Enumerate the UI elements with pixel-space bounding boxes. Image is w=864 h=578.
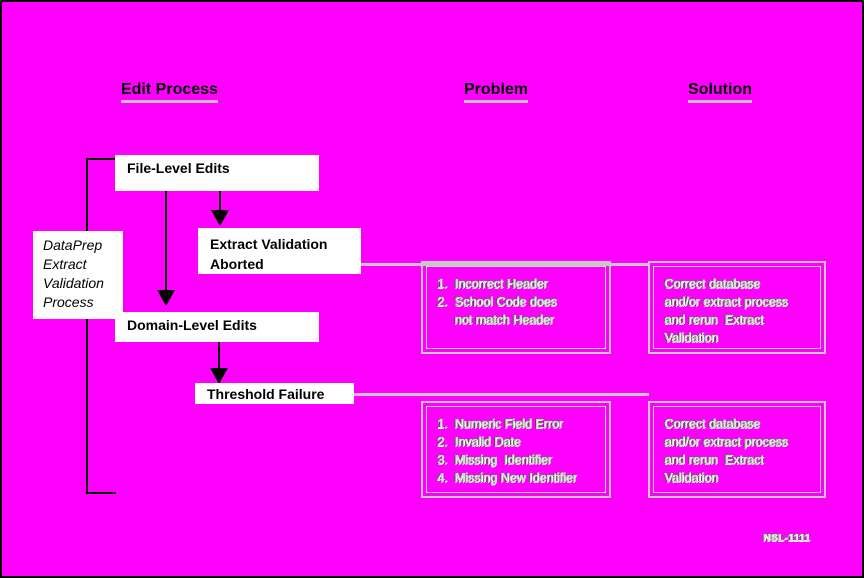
problem-threshold-line-1: 1. Numeric Field Error — [437, 417, 563, 431]
solution-aborted-line-4: Validation — [664, 331, 718, 345]
aborted-line-2: Aborted — [210, 256, 264, 272]
solution-aborted-line-3: and rerun Extract — [664, 313, 764, 327]
column-heading-problem: Problem — [464, 81, 529, 103]
problem-threshold-line-3: 3. Missing Identifier — [437, 453, 552, 467]
arrowhead-file-to-aborted — [211, 210, 229, 226]
bracket-top-segment — [86, 158, 116, 160]
problem-aborted-text: 1. Incorrect Header 2. School Code does … — [426, 266, 606, 349]
problem-threshold-line-2: 2. Invalid Date — [437, 435, 521, 449]
problem-aborted-line-3: not match Header — [437, 313, 554, 327]
connector-domain-to-threshold — [218, 342, 220, 370]
dataprep-line-1: DataPrep — [43, 237, 103, 253]
problem-box-aborted[interactable]: 1. Incorrect Header 2. School Code does … — [421, 261, 611, 354]
process-box-file-level-edits[interactable]: File-Level Edits — [115, 155, 319, 191]
document-tag: NSL-1111 — [763, 533, 811, 544]
problem-box-threshold[interactable]: 1. Numeric Field Error 2. Invalid Date 3… — [421, 401, 611, 498]
process-box-threshold-failure[interactable]: Threshold Failure — [195, 383, 354, 404]
solution-threshold-line-1: Correct database — [664, 417, 760, 431]
file-level-edits-label: File-Level Edits — [127, 160, 230, 176]
problem-threshold-line-4: 4. Missing New Identifier — [437, 471, 577, 485]
threshold-failure-label: Threshold Failure — [207, 386, 325, 402]
problem-aborted-line-1: 1. Incorrect Header — [437, 277, 548, 291]
process-box-domain-level-edits[interactable]: Domain-Level Edits — [115, 312, 319, 342]
column-heading-solution: Solution — [688, 81, 752, 103]
problem-threshold-text: 1. Numeric Field Error 2. Invalid Date 3… — [426, 406, 606, 493]
solution-aborted-text: Correct database and/or extract process … — [653, 266, 821, 349]
solution-box-threshold[interactable]: Correct database and/or extract process … — [648, 401, 826, 498]
connector-aborted-to-problem — [360, 263, 648, 266]
arrowhead-file-to-domain — [157, 290, 175, 306]
solution-threshold-line-3: and rerun Extract — [664, 453, 764, 467]
column-heading-edit-process: Edit Process — [121, 81, 218, 103]
solution-aborted-line-2: and/or extract process — [664, 295, 788, 309]
solution-threshold-line-2: and/or extract process — [664, 435, 788, 449]
arrowhead-domain-to-threshold — [210, 368, 228, 384]
solution-box-aborted[interactable]: Correct database and/or extract process … — [648, 261, 826, 354]
dataprep-line-3: Validation — [43, 275, 104, 291]
solution-threshold-line-4: Validation — [664, 471, 718, 485]
solution-threshold-text: Correct database and/or extract process … — [653, 406, 821, 493]
connector-file-to-aborted — [219, 190, 221, 212]
problem-aborted-line-2: 2. School Code does — [437, 295, 557, 309]
dataprep-line-4: Process — [43, 294, 94, 310]
process-box-dataprep[interactable]: DataPrep Extract Validation Process — [33, 231, 123, 319]
bracket-vertical-segment — [86, 158, 88, 494]
dataprep-line-2: Extract — [43, 256, 87, 272]
bracket-bottom-segment — [86, 492, 116, 494]
connector-threshold-to-problem — [353, 393, 649, 396]
domain-level-edits-label: Domain-Level Edits — [127, 317, 257, 333]
process-box-extract-validation-aborted[interactable]: Extract Validation Aborted — [198, 228, 361, 274]
aborted-line-1: Extract Validation — [210, 236, 328, 252]
connector-file-to-domain — [165, 190, 167, 290]
solution-aborted-line-1: Correct database — [664, 277, 760, 291]
